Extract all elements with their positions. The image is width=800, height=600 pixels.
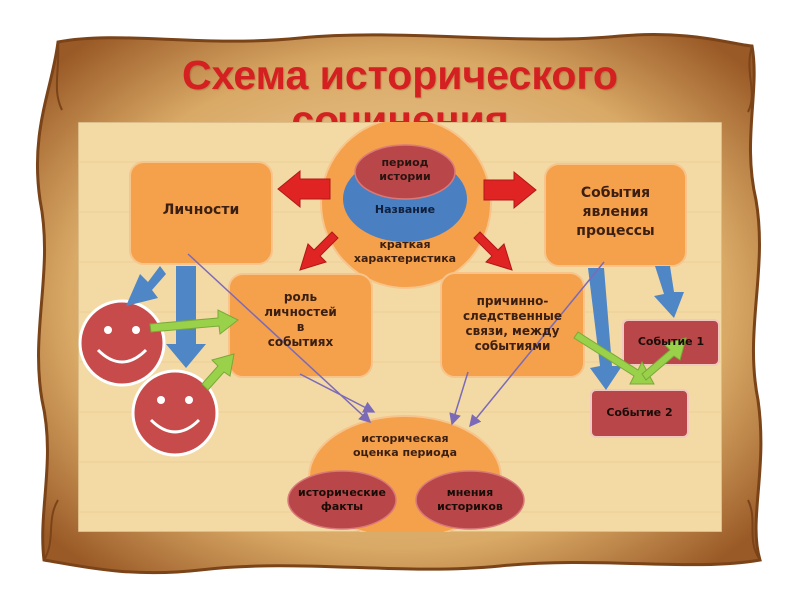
smiley-face-icon — [78, 299, 166, 387]
title-line-1: Схема исторического — [182, 52, 618, 98]
events-box — [544, 163, 687, 267]
green-arrow-icon — [149, 309, 239, 335]
red-arrow-icon — [473, 231, 513, 271]
event2-label: Событие 2 — [606, 406, 673, 419]
connector-line — [449, 371, 469, 426]
green-arrow-icon — [641, 337, 687, 381]
red-arrow-icon — [483, 170, 537, 210]
blue-arrow-icon — [126, 266, 166, 306]
title-line-2: сочинения — [291, 97, 509, 122]
event1-label: Событие 1 — [637, 335, 705, 348]
facts-red-ellipse — [287, 470, 397, 530]
period-red-ellipse — [354, 144, 456, 200]
green-arrow-icon — [201, 353, 235, 391]
causal-box — [440, 272, 585, 378]
event2-box — [590, 389, 689, 438]
opinions-red-ellipse — [415, 470, 525, 530]
connector-line — [469, 261, 605, 428]
smiley-face-icon — [131, 369, 219, 457]
name-label: Название — [374, 203, 436, 216]
personalities-label: Личности — [162, 202, 240, 218]
red-arrow-icon — [277, 169, 331, 209]
red-arrow-icon — [299, 231, 339, 271]
green-arrow-icon — [573, 331, 655, 385]
blue-arrow-icon — [654, 266, 684, 318]
connector-line — [299, 373, 376, 413]
personalities-box — [129, 161, 273, 265]
blue-arrow-icon — [166, 266, 206, 368]
blue-arrow-icon — [588, 268, 622, 390]
